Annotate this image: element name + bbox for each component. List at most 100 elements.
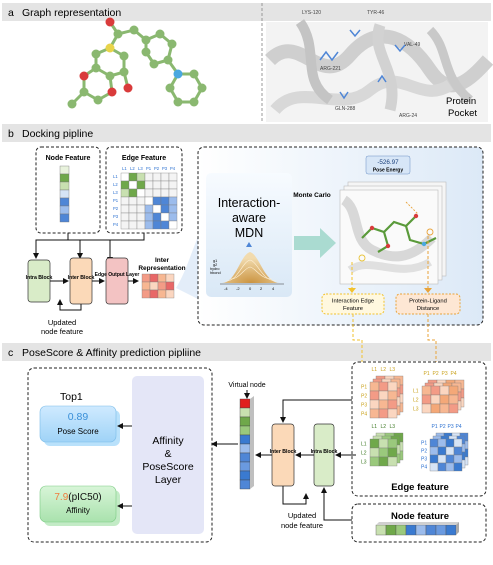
cube-cell (453, 446, 463, 456)
atom-node (123, 83, 133, 93)
edge-cell (136, 212, 146, 222)
intra-block-c-label: Intra Block (311, 449, 338, 455)
cube-cell (378, 408, 389, 419)
atom-node (105, 17, 115, 27)
affinity-card: 7.9(pIC50) Affinity (39, 485, 120, 526)
c-connectors (255, 399, 356, 521)
cube-cell (437, 462, 447, 472)
mdn-distribution (220, 252, 284, 285)
panel-b: b Docking pipline Node Feature Edge Feat… (2, 124, 491, 336)
edge-cell (128, 212, 138, 222)
edge-cell (136, 188, 146, 198)
cube-cell (439, 394, 450, 405)
interaction-edge-label: Interaction Edge (332, 299, 374, 305)
arrow-head-icon (424, 288, 432, 293)
edge-cell (128, 220, 138, 230)
edge-cell (168, 172, 178, 182)
node-feature-title: Node Feature (46, 155, 91, 162)
cube-col-label: L2 (381, 367, 387, 373)
node-feature-row (375, 522, 459, 536)
protein-pocket: LYS-120 TYR-46 VAL-49 ARG-221 GLN-288 AR… (265, 10, 493, 122)
edge-cell (136, 204, 146, 214)
cube-cell (369, 399, 380, 410)
node-column (239, 396, 254, 490)
inter-repr-cell (165, 273, 175, 283)
edge-cell (160, 188, 170, 198)
residue-label: VAL-49 (404, 42, 421, 48)
updated-node-feature-c: node feature (281, 521, 323, 530)
axis-tick: 4 (272, 286, 275, 291)
edge-row-label: P4 (113, 222, 119, 227)
edge-cell (128, 172, 138, 182)
mdn-title: Interaction- (218, 196, 281, 210)
affinity-unit: (pIC50) (68, 492, 101, 503)
cube-cell (437, 446, 447, 456)
cube-row-label: P3 (421, 457, 427, 463)
edge-row-label: L1 (113, 174, 118, 179)
monte-carlo-arrow (294, 228, 336, 258)
edge-row-label: P1 (113, 198, 119, 203)
cube-cell (378, 381, 389, 392)
cube-cell (448, 394, 459, 405)
cube-row-label: P1 (361, 385, 367, 391)
layer-label: PoseScore (142, 461, 194, 473)
edge-row-label: L2 (113, 182, 118, 187)
layer-label: & (164, 448, 171, 460)
atom-node (141, 47, 151, 57)
atom-node (155, 29, 165, 39)
atom-node (129, 25, 139, 35)
atom-node (113, 29, 123, 39)
atom-node (189, 97, 199, 107)
panel-c-title: PoseScore & Affinity prediction pipliine (22, 347, 201, 359)
edge-col-label: L2 (130, 166, 135, 171)
atom-node (141, 35, 151, 45)
residue-label: LYS-120 (302, 10, 321, 16)
inter-representation-grid (141, 273, 175, 299)
protein-ligand-label: Distance (417, 306, 440, 312)
cube-cell (387, 381, 398, 392)
dist-label: hydro (210, 267, 220, 271)
cube-cell (378, 399, 389, 410)
inter-block-c (271, 423, 295, 487)
edge-cell (152, 180, 162, 190)
panel-a-title: Graph representation (22, 7, 121, 19)
edge-cell (136, 196, 146, 206)
cube-col-label: L3 (390, 367, 396, 373)
atom-node (165, 83, 175, 93)
cube-col-label: L1 (372, 424, 378, 430)
cube-col-label: L1 (372, 367, 378, 373)
edge-cell (160, 212, 170, 222)
intra-block-label: Intra Block (26, 275, 53, 281)
atom-node (119, 51, 129, 61)
cube-cell (378, 447, 389, 458)
edge-cell (144, 220, 154, 230)
flow-bridge (176, 232, 200, 300)
cube-col-label: L3 (390, 424, 396, 430)
pose-stack (339, 181, 447, 285)
cube-col-label: P4 (451, 371, 457, 377)
cube-row-label: P1 (421, 441, 427, 447)
atom-node (105, 71, 115, 81)
inter-repr-title: Inter (155, 257, 170, 264)
cube-row-label: P4 (361, 412, 367, 418)
atom-node (79, 87, 89, 97)
cube-cell (453, 462, 463, 472)
distance-link (427, 314, 437, 362)
cube-col-label: P2 (440, 424, 446, 430)
atom-node (197, 83, 207, 93)
cube-cell (378, 456, 389, 467)
cube-row-label: L3 (413, 407, 419, 413)
cube-cell (445, 438, 455, 448)
cube-col-label: P3 (448, 424, 454, 430)
edge-cell (120, 172, 130, 182)
pocket-label: Pocket (448, 108, 477, 119)
edge-cell (168, 212, 178, 222)
cube-row-label: L3 (361, 460, 367, 466)
cube-cell (369, 390, 380, 401)
affinity-number: 7.9 (54, 492, 68, 503)
updated-node-feature-label: node feature (41, 327, 83, 336)
edge-cell (168, 180, 178, 190)
inter-repr-title: Representation (138, 265, 185, 272)
pose-score-card: 0.89 Pose Score (39, 405, 120, 446)
cube-cell (445, 454, 455, 464)
